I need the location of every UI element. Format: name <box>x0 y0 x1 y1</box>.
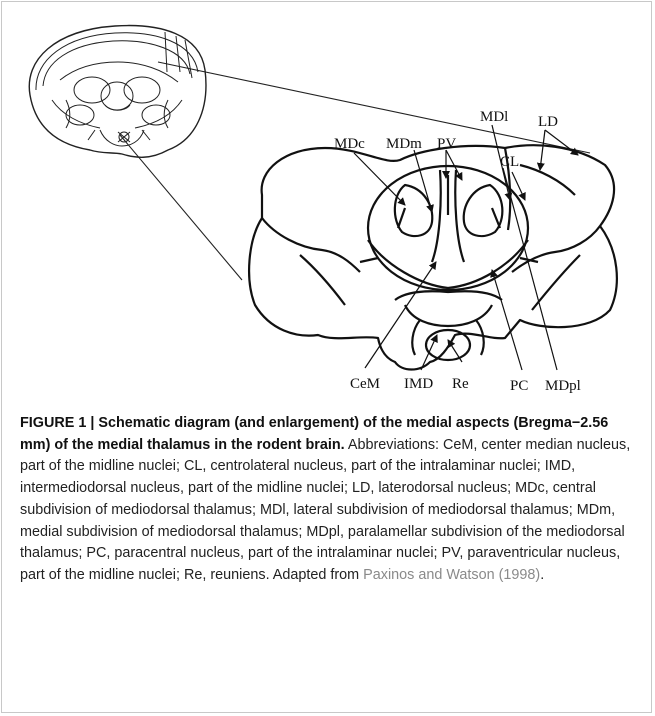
label-re: Re <box>452 376 469 392</box>
label-pv: PV <box>437 136 456 152</box>
thalamus-enlargement <box>249 145 617 369</box>
figure-caption: FIGURE 1 | Schematic diagram (and enlarg… <box>20 413 635 587</box>
label-mdpl: MDpl <box>545 378 581 394</box>
figure-labels: MDc MDm PV MDl LD CL CeM IMD Re PC MDpl <box>334 109 581 394</box>
enlargement-lines <box>120 62 590 280</box>
caption-end: . <box>540 567 544 583</box>
coronal-brain-section <box>29 26 206 158</box>
label-mdl: MDl <box>480 109 508 125</box>
label-imd: IMD <box>404 376 433 392</box>
thalamus-schematic: MDc MDm PV MDl LD CL CeM IMD Re PC MDpl <box>0 0 655 410</box>
caption-reference-link[interactable]: Paxinos and Watson (1998) <box>363 567 540 583</box>
label-mdm: MDm <box>386 136 422 152</box>
label-cl: CL <box>500 154 519 170</box>
label-mdc: MDc <box>334 136 365 152</box>
caption-body: Abbreviations: CeM, center median nucleu… <box>20 437 630 583</box>
label-pc: PC <box>510 378 528 394</box>
label-cem: CeM <box>350 376 380 392</box>
label-ld: LD <box>538 114 558 130</box>
